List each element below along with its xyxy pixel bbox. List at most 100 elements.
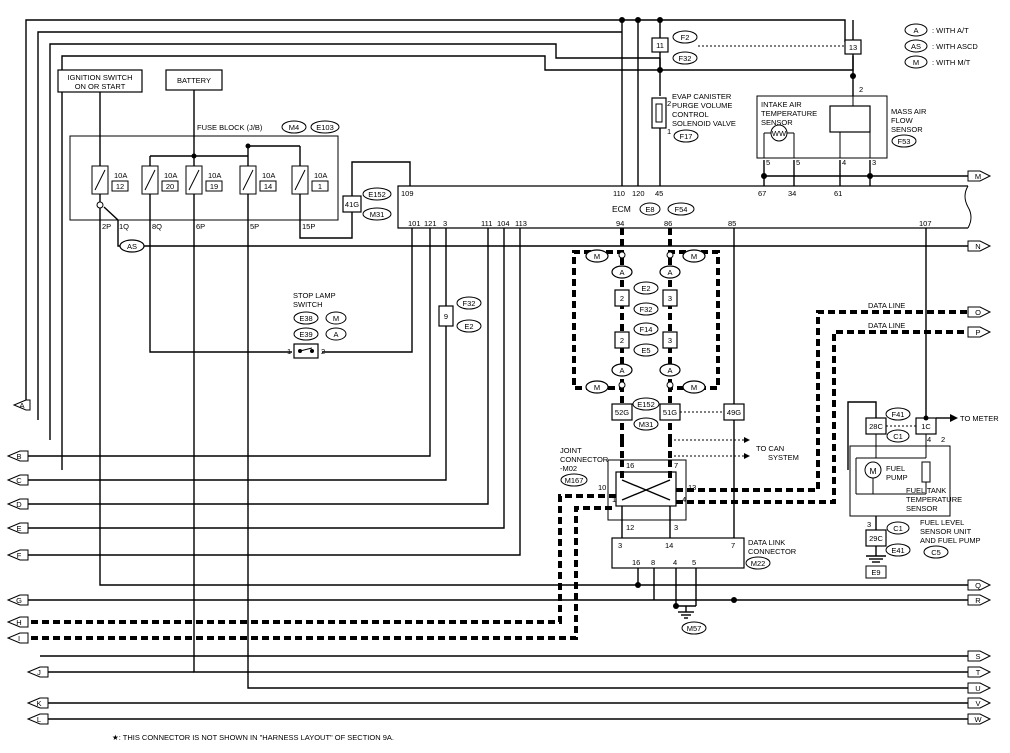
diagram-label: TO METER — [960, 414, 999, 423]
diagram-label: 1C — [921, 422, 931, 431]
diagram-label: 61 — [834, 189, 842, 198]
diagram-label: F53 — [898, 137, 911, 146]
connector-13: 13 — [844, 39, 862, 96]
diagram-mark — [26, 666, 49, 678]
diagram-label: 52G — [615, 408, 629, 417]
diagram-mark — [673, 603, 679, 609]
can-connector-tags: M A M A 2 3 E2 F32 2 3 F14 E5 A A M M — [585, 249, 706, 394]
diagram-mark — [188, 169, 200, 191]
diagram-label: 2P — [102, 222, 111, 231]
diagram-mark — [618, 251, 626, 259]
fuse-19: 10A 19 — [185, 165, 223, 195]
diagram-label: FLOW — [891, 116, 914, 125]
diagram-mark — [633, 343, 659, 357]
diagram-mark — [682, 249, 706, 263]
diagram-mark — [26, 713, 49, 725]
arrow-right-s: S — [967, 650, 992, 662]
diagram-label: PUMP — [886, 473, 908, 482]
diagram-mark — [672, 30, 698, 44]
diagram-label: E8 — [645, 205, 654, 214]
diagram-mark — [161, 180, 179, 192]
diagram-label: 28C — [869, 422, 883, 431]
diagram-label: 15P — [302, 222, 315, 231]
fuse-14: 10A 14 — [239, 165, 277, 195]
diagram-label: W — [974, 715, 982, 724]
diagram-mark — [119, 239, 145, 253]
diagram-mark — [20, 228, 431, 457]
connector-52g-51g: 52G 51G 49G E152 M31 — [611, 397, 745, 431]
diagram-label: 67 — [758, 189, 766, 198]
diagram-mark — [614, 331, 630, 349]
diagram-mark — [967, 713, 992, 725]
diagram-mark — [967, 170, 992, 182]
diagram-label: F — [17, 551, 22, 560]
joint-connector: JOINT CONNECTOR -M02 M167 16 7 10 1 13 4… — [560, 446, 696, 538]
diagram-label: J — [37, 668, 41, 677]
diagram-label: 3 — [668, 336, 672, 345]
diagram-mark — [723, 403, 745, 421]
diagram-label: 1 — [318, 182, 322, 191]
diagram-label: P — [975, 328, 980, 337]
diagram-mark — [964, 185, 972, 229]
diagram-mark — [611, 265, 633, 279]
diagram-label: CONNECTOR — [748, 547, 797, 556]
diagram-mark — [891, 134, 917, 148]
diagram-mark — [20, 326, 447, 481]
diagram-label: M167 — [565, 476, 584, 485]
diagram-label: FUEL — [886, 464, 905, 473]
arrow-right-w: W — [967, 713, 992, 725]
diagram-mark — [662, 289, 678, 307]
diagram-label: 5 — [766, 158, 770, 167]
fuse-12: 10A 12 — [91, 165, 129, 195]
diagram-label: 2 — [620, 336, 624, 345]
diagram-label: 121 — [424, 219, 437, 228]
diagram-mark — [967, 240, 992, 252]
diagram-label: CONTROL — [672, 110, 709, 119]
diagram-label: A — [619, 268, 624, 277]
connector-41g: 41G E152 M31 — [342, 187, 392, 221]
diagram-label: 29C — [869, 534, 883, 543]
diagram-label: 107 — [919, 219, 932, 228]
diagram-label: M — [691, 252, 697, 261]
diagram-mark — [259, 180, 277, 192]
diagram-label: 7 — [731, 541, 735, 550]
diagram-label: 3 — [867, 520, 871, 529]
diagram-label: 1 — [287, 347, 291, 356]
diagram-mark — [311, 180, 329, 192]
diagram-label: 1Q — [119, 222, 129, 231]
diagram-label: 10A — [114, 171, 127, 180]
diagram-label: A — [619, 366, 624, 375]
diagram-label: M — [691, 383, 697, 392]
diagram-label: C1 — [893, 432, 903, 441]
diagram-label: 3 — [674, 523, 678, 532]
diagram-label: FUEL TANK — [906, 486, 946, 495]
diagram-label: 13 — [688, 483, 696, 492]
diagram-mark — [904, 39, 928, 53]
arrow-left-k: K — [26, 697, 49, 709]
diagram-label: 3 — [618, 541, 622, 550]
diagram-mark — [904, 55, 928, 69]
diagram-label: E9 — [871, 568, 880, 577]
diagram-label: AS — [127, 242, 137, 251]
diagram-label: 94 — [616, 219, 624, 228]
diagram-label: M — [594, 252, 600, 261]
diagram-label: F32 — [679, 54, 692, 63]
diagram-label: JOINT — [560, 446, 582, 455]
arrow-left-a: A — [12, 399, 31, 411]
diagram-mark — [967, 326, 992, 338]
to-can-system: TO CAN SYSTEM — [670, 437, 799, 462]
diagram-mark — [585, 249, 609, 263]
diagram-mark — [921, 461, 931, 483]
diagram-mark — [666, 381, 674, 389]
diagram-mark — [885, 407, 911, 421]
diagram-label: 19 — [210, 182, 218, 191]
diagram-mark — [99, 220, 968, 586]
diagram-mark — [293, 311, 319, 325]
diagram-label: F17 — [680, 132, 693, 141]
diagram-label: M — [913, 58, 919, 67]
diagram-label: SOLENOID VALVE — [672, 119, 736, 128]
diagram-label: 51G — [663, 408, 677, 417]
diagram-label: TEMPERATURE — [906, 495, 962, 504]
diagram-mark — [967, 682, 992, 694]
arrow-left-h: H — [6, 616, 29, 628]
